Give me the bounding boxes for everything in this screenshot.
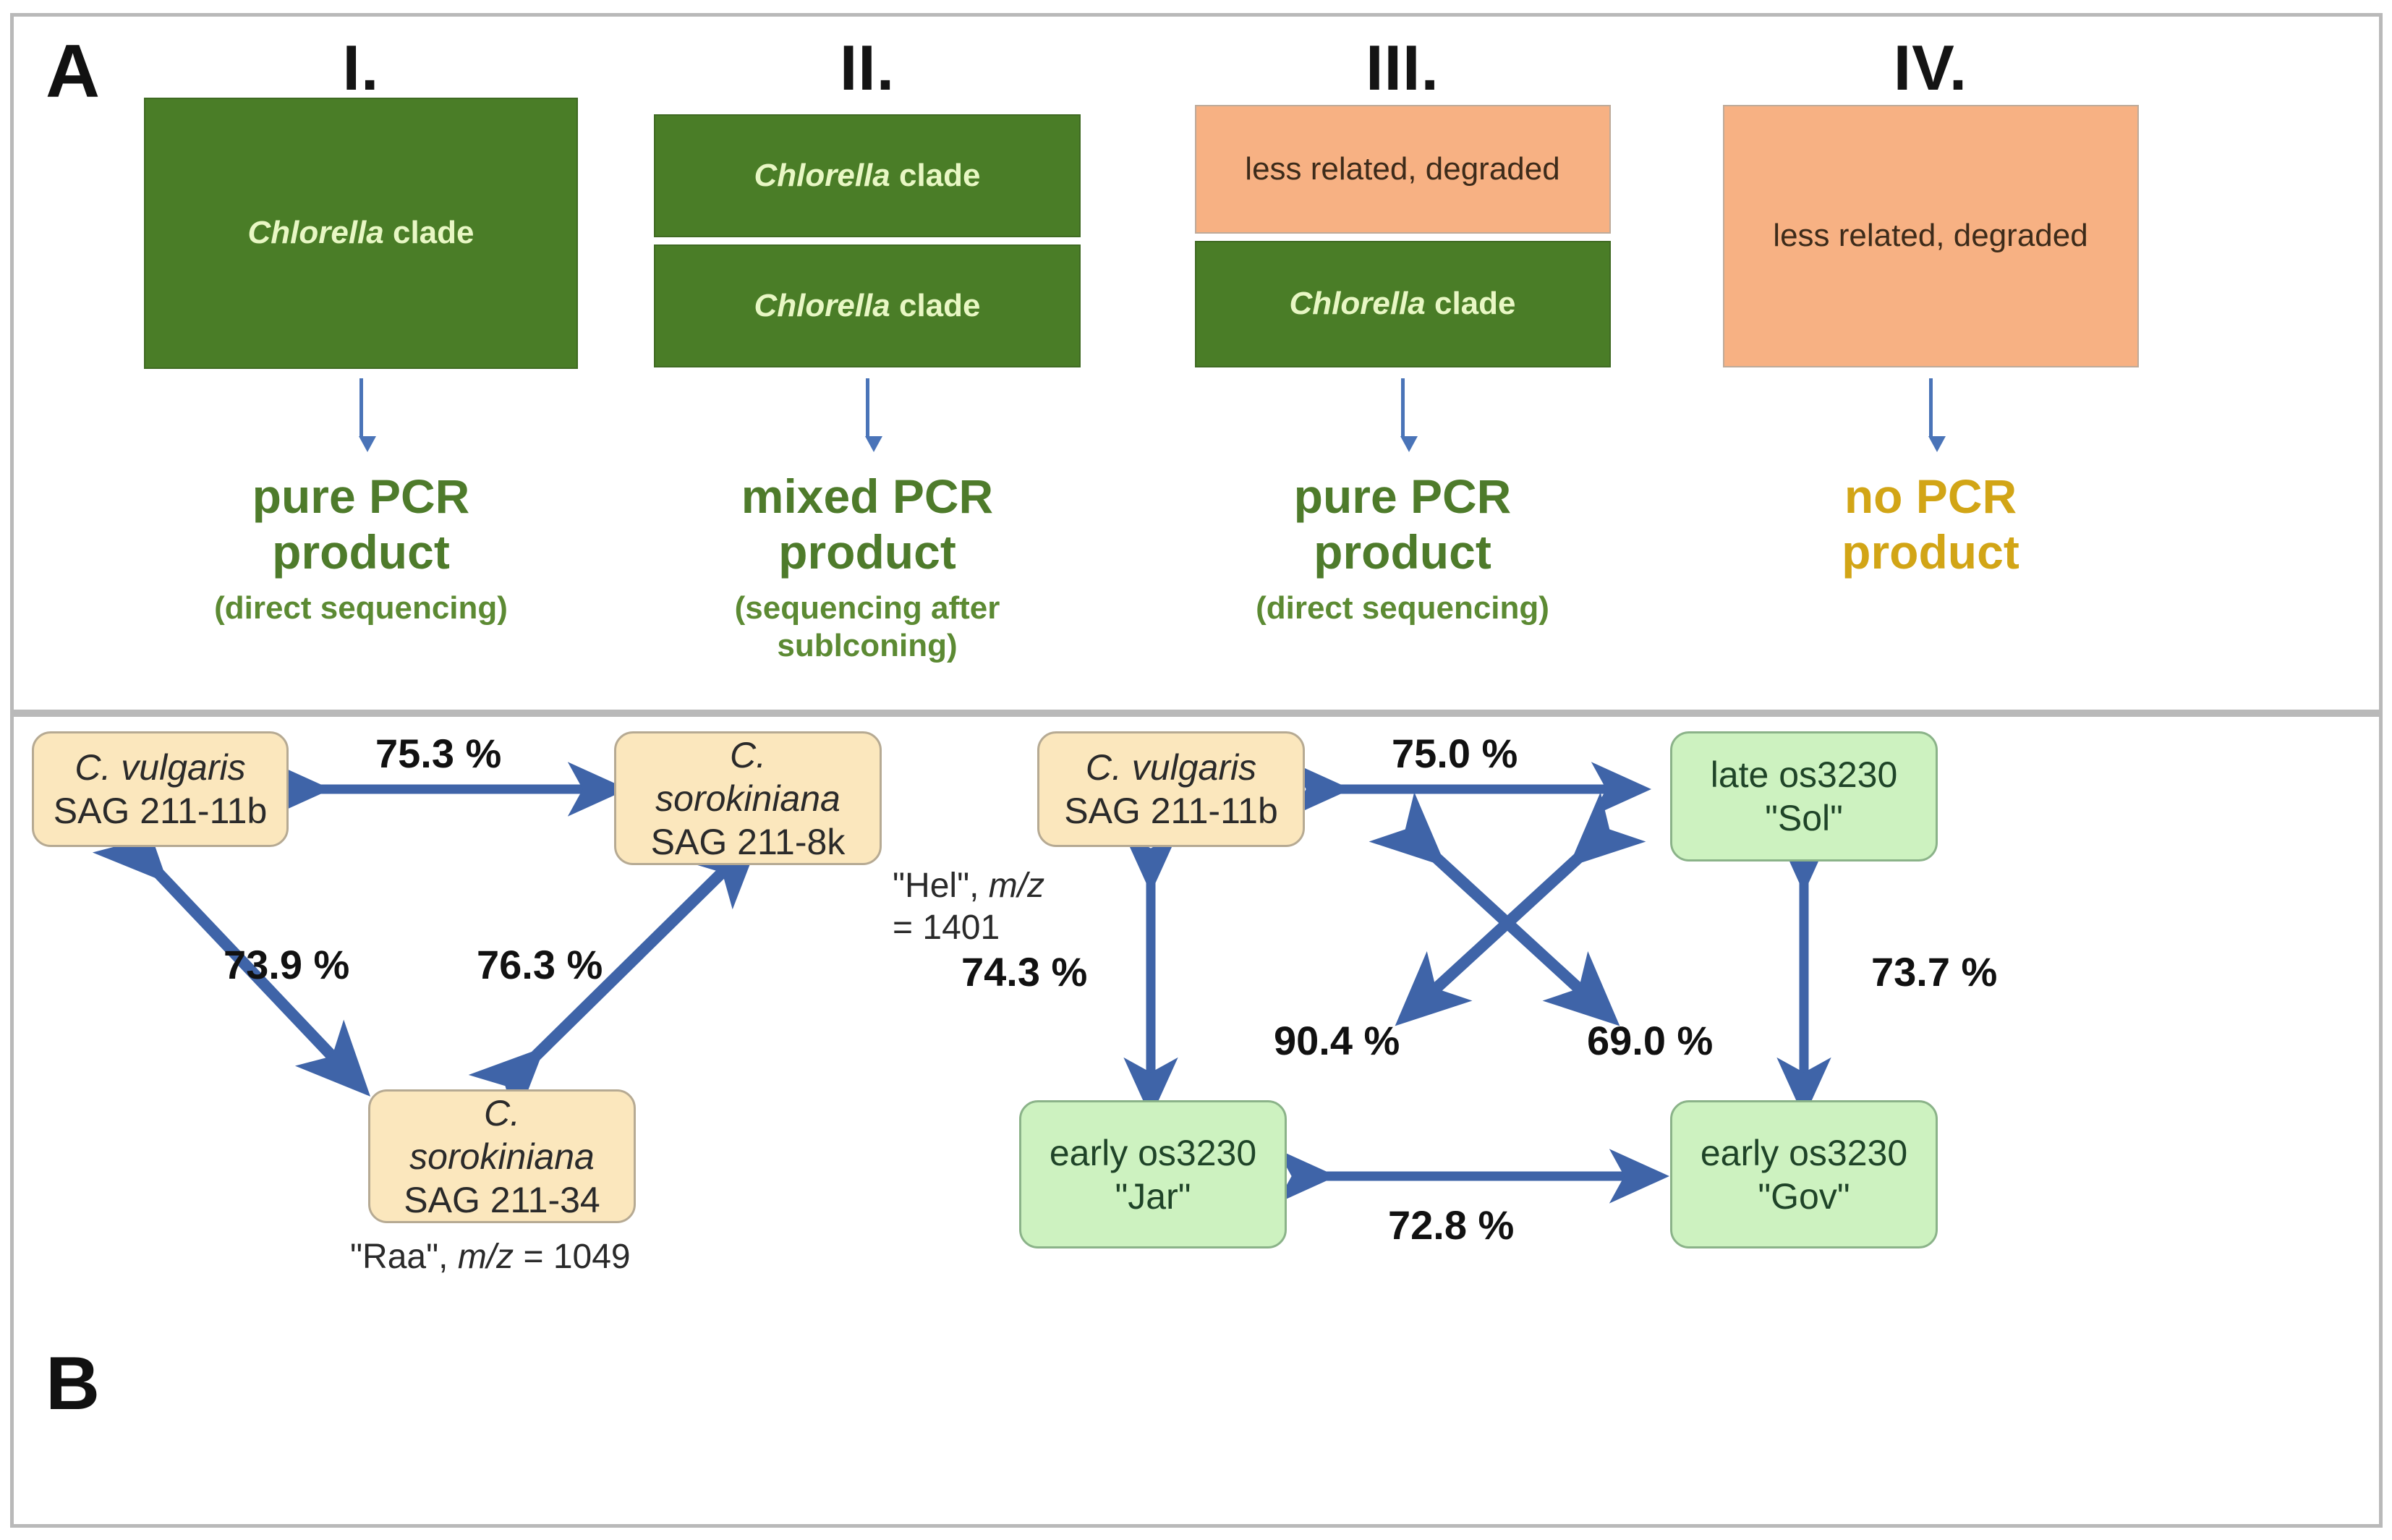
percent-cv-sol: 75.0 %	[1392, 731, 1518, 776]
column-2-outcome: mixed PCR product (sequencing after subl…	[614, 469, 1120, 665]
node-species-italic: sorokiniana	[409, 1136, 595, 1177]
column-1-roman-numeral: I.	[342, 32, 380, 103]
node-c-vulgaris-sag-211-11b-right[interactable]: C. vulgaris SAG 211-11b	[1037, 731, 1305, 847]
annotation-mz-italic: m/z	[988, 867, 1045, 905]
node-strain-line: SAG 211-11b	[53, 791, 268, 831]
node-label-line2: "Gov"	[1758, 1175, 1850, 1217]
arrow-down-icon-2	[865, 378, 882, 452]
outcome-sub-line1: (sequencing after	[734, 590, 1000, 626]
outcome-main-line1: pure PCR	[1293, 469, 1512, 523]
edge-sol-jar	[1395, 792, 1646, 1026]
band-chlorella-clade: Chlorella clade	[1194, 241, 1611, 367]
percent-cv-gov: 90.4 %	[1274, 1018, 1400, 1063]
column-4-outcome: no PCR product	[1677, 469, 2184, 579]
node-strain-line: SAG 211-11b	[1064, 791, 1278, 831]
band-chlorella-clade-top: Chlorella clade	[654, 114, 1081, 237]
node-species-italic: C. vulgaris	[1085, 747, 1257, 788]
arrow-down-icon-4	[1928, 378, 1946, 452]
band-species-name: Chlorella	[754, 287, 890, 323]
column-3-outcome: pure PCR product (direct sequencing)	[1149, 469, 1656, 627]
percent-cv-jar: 74.3 %	[961, 949, 1088, 995]
band-species-name: Chlorella	[754, 157, 890, 193]
annotation-mz-value: = 1049	[514, 1238, 631, 1276]
node-c-sorokiniana-sag-211-8k[interactable]: C. sorokiniana SAG 211-8k	[614, 731, 882, 865]
outcome-sub-line1: (direct sequencing)	[1256, 590, 1549, 626]
node-label-line2: "Jar"	[1115, 1175, 1191, 1217]
outcome-main-line2: product	[1314, 524, 1491, 579]
percent-cs34-cs8k: 76.3 %	[477, 942, 603, 987]
node-label-line1: early os3230	[1700, 1132, 1908, 1173]
node-c-vulgaris-sag-211-11b[interactable]: C. vulgaris SAG 211-11b	[32, 731, 289, 847]
band-rest-text: clade	[383, 215, 474, 251]
outcome-main-line1: mixed PCR	[741, 469, 994, 523]
column-4-roman-numeral: IV.	[1893, 32, 1968, 103]
panel-b: B	[10, 713, 2383, 1528]
node-c-sorokiniana-sag-211-34[interactable]: C. sorokiniana SAG 211-34	[368, 1089, 636, 1223]
node-strain-line: SAG 211-34	[404, 1179, 600, 1220]
panel-b-letter: B	[46, 1342, 100, 1426]
panel-a-column-1: I. Chlorella clade pure PCR product (dir…	[108, 17, 614, 717]
band-rest-text: clade	[890, 157, 981, 193]
node-species-italic: C. vulgaris	[75, 747, 246, 788]
node-early-os3230-jar[interactable]: early os3230 "Jar"	[1019, 1100, 1287, 1248]
band-rest-text: clade	[890, 287, 981, 323]
panel-a-column-3: III. less related, degraded Chlorella cl…	[1149, 17, 1656, 717]
percent-jar-gov: 72.8 %	[1388, 1202, 1515, 1248]
column-1-outcome: pure PCR product (direct sequencing)	[108, 469, 614, 627]
percent-cv11b-cs34: 73.9 %	[224, 942, 350, 987]
outcome-sub-line1: (direct sequencing)	[214, 590, 508, 626]
band-species-name: Chlorella	[247, 215, 384, 251]
node-label-line1: early os3230	[1049, 1132, 1257, 1173]
annotation-quoted-label: "Hel",	[893, 867, 989, 905]
band-less-related-degraded: less related, degraded	[1722, 105, 2139, 367]
band-species-name: Chlorella	[1289, 286, 1426, 322]
panel-a: A I. Chlorella clade pure PCR product (d…	[10, 13, 2383, 713]
panel-a-column-2: II. Chlorella clade Chlorella clade mixe…	[614, 17, 1120, 717]
arrow-down-icon-1	[359, 378, 376, 452]
annotation-mz-italic: m/z	[457, 1238, 514, 1276]
node-label-line1: late os3230	[1710, 754, 1898, 795]
node-species-italic: sorokiniana	[655, 778, 840, 819]
outcome-main-line2: product	[272, 524, 450, 579]
arrow-down-icon-3	[1400, 378, 1418, 452]
band-chlorella-clade-bottom: Chlorella clade	[654, 244, 1081, 367]
band-rest-text: less related, degraded	[1245, 150, 1560, 187]
node-label-line2: "Sol"	[1765, 798, 1843, 838]
band-chlorella-clade: Chlorella clade	[144, 98, 578, 369]
outcome-sub-line2: sublconing)	[777, 628, 958, 663]
node-genus-italic: C.	[484, 1092, 520, 1133]
outcome-main-line2: product	[778, 524, 956, 579]
outcome-main-line2: product	[1842, 524, 2019, 579]
outcome-main-line1: no PCR	[1844, 469, 2017, 523]
panel-a-letter: A	[46, 30, 100, 114]
panel-a-column-4: IV. less related, degraded no PCR produc…	[1677, 17, 2184, 717]
column-3-roman-numeral: III.	[1366, 32, 1439, 103]
percent-sol-jar: 69.0 %	[1587, 1018, 1714, 1063]
band-rest-text: less related, degraded	[1773, 218, 2088, 254]
percent-sol-gov: 73.7 %	[1871, 949, 1998, 995]
node-strain-line: SAG 211-8k	[650, 821, 846, 862]
percent-cv11b-cs8k: 75.3 %	[375, 731, 502, 776]
outcome-main-line1: pure PCR	[252, 469, 470, 523]
node-early-os3230-gov[interactable]: early os3230 "Gov"	[1670, 1100, 1938, 1248]
node-genus-italic: C.	[730, 734, 766, 775]
band-rest-text: clade	[1425, 286, 1516, 322]
annotation-quoted-label: "Raa",	[350, 1238, 458, 1276]
edge-cv-gov	[1369, 792, 1620, 1026]
node-late-os3230-sol[interactable]: late os3230 "Sol"	[1670, 731, 1938, 862]
annotation-hel-mz: "Hel", m/z = 1401	[893, 865, 1044, 948]
band-less-related-degraded: less related, degraded	[1194, 105, 1611, 234]
column-2-roman-numeral: II.	[839, 32, 895, 103]
annotation-raa-mz: "Raa", m/z = 1049	[350, 1236, 631, 1278]
annotation-mz-value: = 1401	[893, 908, 1000, 947]
